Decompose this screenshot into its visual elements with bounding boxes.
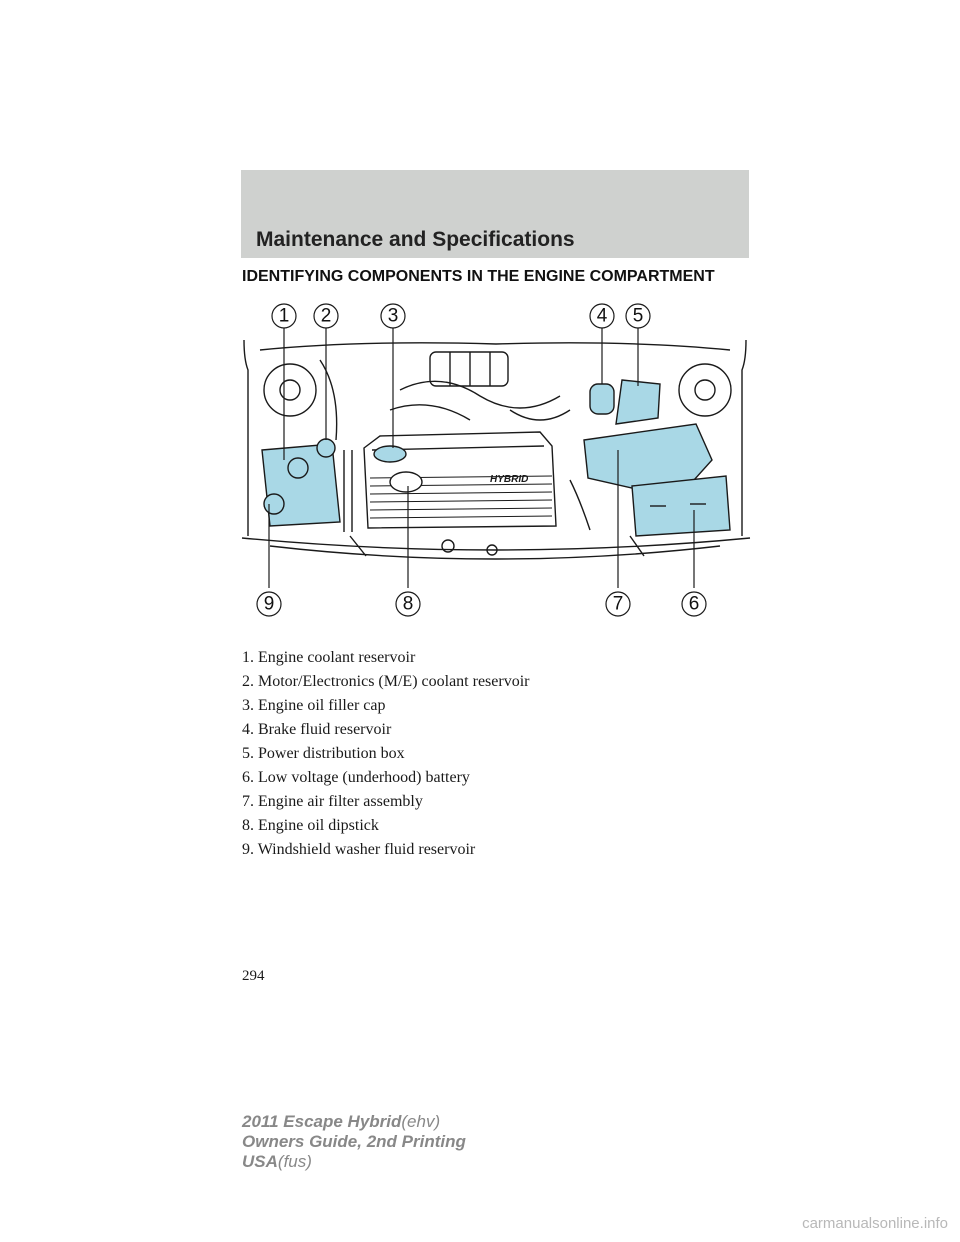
- document-footer: 2011 Escape Hybrid(ehv) Owners Guide, 2n…: [242, 1112, 466, 1172]
- washer-cap-shape: [264, 494, 284, 514]
- engine-compartment-diagram: HYBRID 1 2 3 4 5 6 7: [240, 300, 752, 630]
- section-heading: IDENTIFYING COMPONENTS IN THE ENGINE COM…: [242, 268, 715, 286]
- page-number: 294: [242, 968, 265, 985]
- battery-shape: [632, 476, 730, 536]
- watermark: carmanualsonline.info: [802, 1215, 948, 1232]
- callout-4: 4: [590, 304, 614, 328]
- callout-9: 9: [257, 592, 281, 616]
- legend-item: 9. Windshield washer fluid reservoir: [242, 838, 529, 862]
- callout-1: 1: [272, 304, 296, 328]
- svg-text:8: 8: [403, 594, 414, 615]
- svg-text:6: 6: [689, 594, 700, 615]
- callout-5: 5: [626, 304, 650, 328]
- footer-market-code: (fus): [278, 1152, 312, 1171]
- svg-text:4: 4: [597, 306, 608, 327]
- legend-item: 3. Engine oil filler cap: [242, 694, 529, 718]
- callout-7: 7: [606, 592, 630, 616]
- callout-6: 6: [682, 592, 706, 616]
- footer-model: 2011 Escape Hybrid: [242, 1112, 401, 1131]
- footer-model-code: (ehv): [401, 1112, 440, 1131]
- component-legend: 1. Engine coolant reservoir 2. Motor/Ele…: [242, 646, 529, 862]
- callout-2: 2: [314, 304, 338, 328]
- callout-8: 8: [396, 592, 420, 616]
- engine-badge-text: HYBRID: [490, 474, 528, 485]
- air-filter-assembly-shape: [584, 424, 712, 488]
- footer-printing: Owners Guide, 2nd Printing: [242, 1132, 466, 1151]
- callout-3: 3: [381, 304, 405, 328]
- legend-item: 8. Engine oil dipstick: [242, 814, 529, 838]
- page-header-title: Maintenance and Specifications: [256, 228, 575, 252]
- coolant-cap-shape: [288, 458, 308, 478]
- legend-item: 6. Low voltage (underhood) battery: [242, 766, 529, 790]
- oil-filler-cap-shape: [374, 446, 406, 462]
- me-coolant-cap-shape: [317, 439, 335, 457]
- legend-item: 5. Power distribution box: [242, 742, 529, 766]
- brake-fluid-reservoir-shape: [590, 384, 614, 414]
- svg-text:3: 3: [388, 306, 399, 327]
- svg-text:1: 1: [279, 306, 290, 327]
- svg-text:2: 2: [321, 306, 332, 327]
- power-distribution-box-shape: [616, 380, 660, 424]
- legend-item: 1. Engine coolant reservoir: [242, 646, 529, 670]
- svg-text:5: 5: [633, 306, 644, 327]
- legend-item: 2. Motor/Electronics (M/E) coolant reser…: [242, 670, 529, 694]
- svg-text:7: 7: [613, 594, 624, 615]
- legend-item: 4. Brake fluid reservoir: [242, 718, 529, 742]
- legend-item: 7. Engine air filter assembly: [242, 790, 529, 814]
- footer-market: USA: [242, 1152, 278, 1171]
- svg-text:9: 9: [264, 594, 275, 615]
